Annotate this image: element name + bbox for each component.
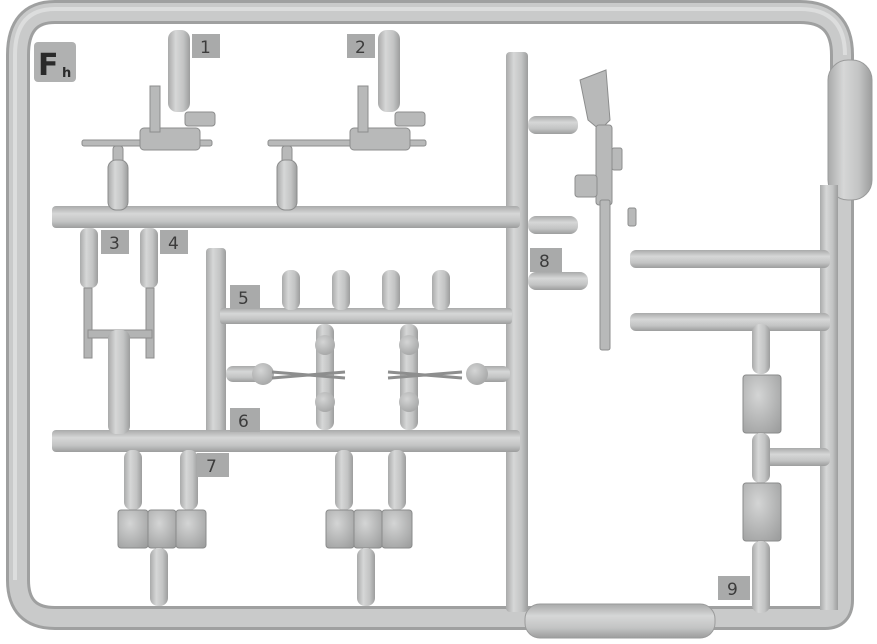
part-5-pieces bbox=[282, 270, 450, 310]
part-9-pieces bbox=[742, 324, 782, 613]
svg-text:2: 2 bbox=[355, 38, 366, 58]
part-6-bipods bbox=[226, 324, 510, 430]
sprue-logo: F h bbox=[34, 42, 76, 83]
part-number-tag-7: 7 bbox=[197, 453, 229, 477]
rifle-gate-3 bbox=[528, 272, 588, 290]
part-number-tag-1: 1 bbox=[192, 34, 220, 58]
gate-part-2 bbox=[378, 30, 400, 112]
part-7-ammo-boxes bbox=[117, 450, 413, 606]
svg-text:3: 3 bbox=[109, 234, 120, 254]
runner-right-vertical bbox=[820, 185, 838, 610]
sprue-frame bbox=[6, 0, 854, 630]
runner-left-vertical bbox=[206, 248, 226, 438]
runner-right-horizontal-1 bbox=[630, 250, 830, 268]
svg-text:6: 6 bbox=[238, 412, 249, 432]
part-number-tag-6: 6 bbox=[230, 408, 260, 432]
part-3-4-assembly bbox=[80, 228, 158, 434]
part-number-tag-3: 3 bbox=[101, 230, 129, 254]
frame-tab-right bbox=[827, 59, 873, 201]
svg-text:1: 1 bbox=[200, 38, 211, 58]
part-number-tag-9: 9 bbox=[718, 576, 750, 600]
svg-text:4: 4 bbox=[168, 234, 179, 254]
part-number-tag-8: 8 bbox=[530, 248, 562, 272]
part-number-tag-2: 2 bbox=[347, 34, 375, 58]
runner-lower-horizontal bbox=[52, 430, 520, 452]
gate-part-1 bbox=[168, 30, 190, 112]
part-tags: 1 2 3 4 5 6 7 8 9 bbox=[101, 34, 750, 600]
runner-center-vertical bbox=[506, 52, 528, 612]
runner-middle-horizontal bbox=[220, 308, 512, 324]
runner-upper-horizontal bbox=[52, 206, 520, 228]
logo-letter: F bbox=[38, 48, 59, 83]
svg-text:5: 5 bbox=[238, 289, 249, 309]
svg-text:8: 8 bbox=[539, 252, 550, 272]
svg-text:7: 7 bbox=[206, 457, 217, 477]
rifle-gate-1 bbox=[528, 116, 578, 134]
rifle-gate-2 bbox=[528, 216, 578, 234]
part-1-machine-gun bbox=[81, 85, 216, 211]
part-8-rifle bbox=[574, 69, 637, 351]
logo-suffix: h bbox=[62, 66, 71, 81]
part-number-tag-5: 5 bbox=[230, 285, 260, 309]
frame-tab-bottom bbox=[524, 603, 716, 639]
runner-right-horizontal-3 bbox=[760, 448, 830, 466]
svg-text:9: 9 bbox=[727, 580, 738, 600]
runner-right-horizontal-2 bbox=[630, 313, 830, 331]
part-2-machine-gun bbox=[267, 85, 427, 211]
part-number-tag-4: 4 bbox=[160, 230, 188, 254]
